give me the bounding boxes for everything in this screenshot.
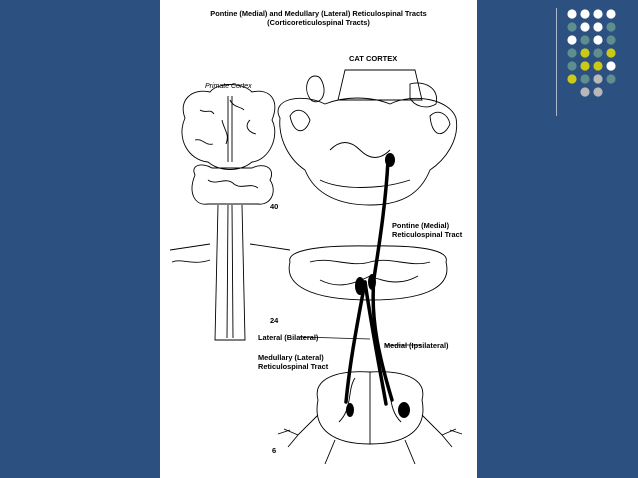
lateral-bilateral-label: Lateral (Bilateral) <box>258 333 319 342</box>
figure-number-24: 24 <box>270 316 279 325</box>
ventral-horn-left <box>346 403 354 417</box>
primate-brainstem-outline <box>191 164 274 205</box>
medullary-label-line-1: Medullary (Lateral) <box>258 353 324 362</box>
cat-cortex-section <box>277 97 458 206</box>
decorative-divider-line <box>556 8 557 116</box>
decorative-dot <box>580 74 590 84</box>
decorative-dot-grid <box>567 9 616 97</box>
decorative-dot <box>580 22 590 32</box>
medullary-nucleus-left <box>355 277 365 295</box>
decorative-dot <box>593 22 603 32</box>
slide-page: Pontine (Medial) and Medullary (Lateral)… <box>160 0 477 478</box>
medulla-section <box>288 245 448 301</box>
pontine-tract-label: Pontine (Medial) Reticulospinal Tract <box>392 221 462 239</box>
decorative-dot <box>567 48 577 58</box>
decorative-dot <box>606 35 616 45</box>
spinal-cord-section <box>316 371 424 445</box>
decorative-dot <box>593 74 603 84</box>
decorative-dot <box>567 74 577 84</box>
decorative-dot <box>606 61 616 71</box>
medial-ipsilateral-label: Medial (Ipsilateral) <box>384 341 449 350</box>
medullary-tract-right <box>363 280 388 406</box>
title-line-2: (Corticoreticulospinal Tracts) <box>267 18 370 27</box>
decorative-dot <box>606 22 616 32</box>
reticulospinal-diagram <box>169 69 463 465</box>
figure-number-40: 40 <box>270 202 279 211</box>
pontine-label-line-2: Reticulospinal Tract <box>392 230 463 239</box>
primate-brain-outline <box>181 84 276 170</box>
medullary-label-line-2: Reticulospinal Tract <box>258 362 329 371</box>
decorative-dot <box>593 48 603 58</box>
decorative-dot <box>567 61 577 71</box>
medullary-nucleus-right <box>368 274 376 290</box>
decorative-dot <box>593 35 603 45</box>
decorative-dot <box>580 9 590 19</box>
decorative-dot <box>606 9 616 19</box>
pontine-nucleus-blob <box>385 153 395 167</box>
decorative-dot <box>580 48 590 58</box>
decorative-dot <box>567 22 577 32</box>
decorative-dot <box>580 35 590 45</box>
ventral-horn-right <box>398 402 410 418</box>
decorative-dot <box>593 61 603 71</box>
figure-number-6: 6 <box>272 446 277 455</box>
decorative-dot <box>580 87 590 97</box>
title-line-1: Pontine (Medial) and Medullary (Lateral)… <box>210 9 427 18</box>
decorative-dot <box>593 9 603 19</box>
decorative-dot <box>580 61 590 71</box>
slide-title: Pontine (Medial) and Medullary (Lateral)… <box>160 9 477 27</box>
decorative-dot <box>593 87 603 97</box>
primate-spinal-cord-outline <box>214 204 246 341</box>
decorative-dot <box>567 35 577 45</box>
cat-cortex-label: CAT CORTEX <box>349 54 398 63</box>
medullary-tract-left <box>344 280 367 404</box>
decorative-dot <box>606 48 616 58</box>
decorative-dot <box>606 74 616 84</box>
pontine-label-line-1: Pontine (Medial) <box>392 221 450 230</box>
medullary-tract-label: Medullary (Lateral) Reticulospinal Tract <box>258 353 328 371</box>
primate-cortex-label: Primate Cortex <box>205 83 252 90</box>
decorative-dot <box>567 9 577 19</box>
